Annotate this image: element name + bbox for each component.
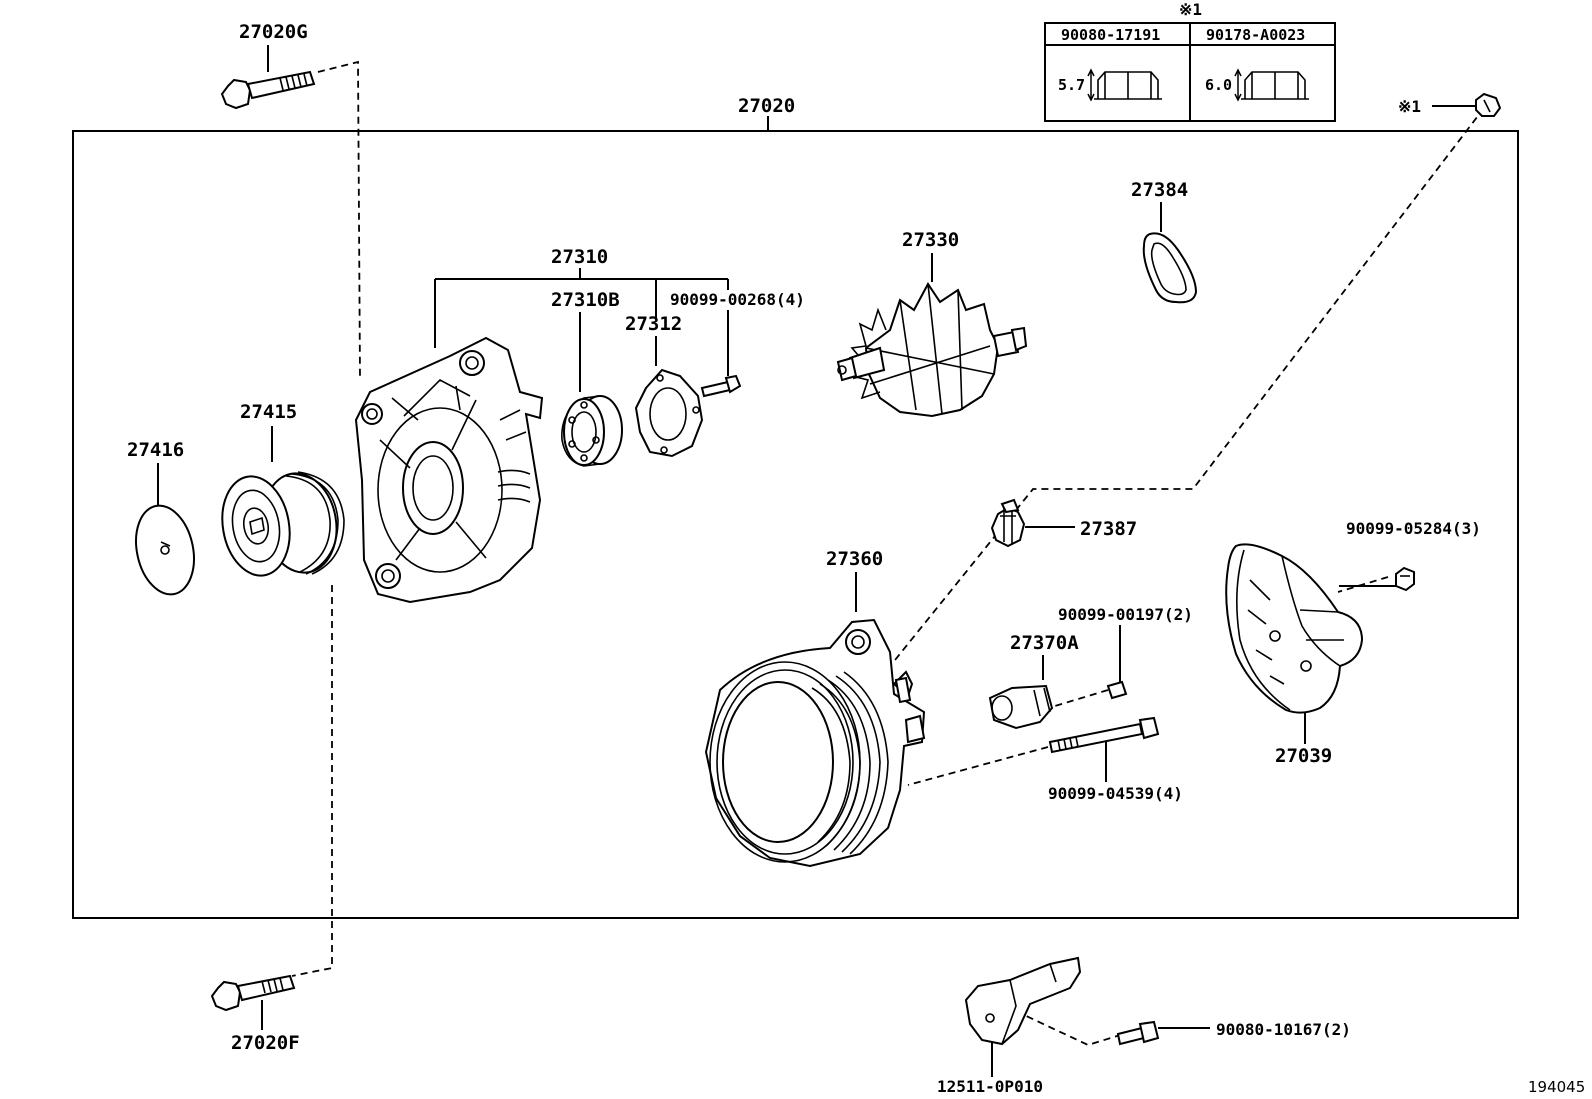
- note-col2-dim: 6.0: [1205, 76, 1232, 94]
- nut-profile-icon: [1234, 68, 1309, 102]
- label-27416: 27416: [127, 439, 184, 461]
- rotor-27330-icon: [836, 282, 1028, 418]
- label-27360: 27360: [826, 548, 883, 570]
- label-27370A: 27370A: [1010, 632, 1079, 654]
- label-27020: 27020: [738, 95, 795, 117]
- label-27310B: 27310B: [551, 289, 620, 311]
- retainer-plate-27312-icon: [634, 368, 704, 458]
- bolt-90080-10167-icon: [1116, 1020, 1160, 1046]
- label-27310: 27310: [551, 246, 608, 268]
- bolt-27020G-icon: [220, 70, 316, 110]
- note-col1-part: 90080-17191: [1061, 26, 1160, 44]
- washer-27416-icon: [135, 504, 195, 596]
- label-diagram-code: 194045: [1528, 1078, 1585, 1096]
- bearing-27310B-icon: [561, 395, 623, 467]
- bracket-12511-0P010-icon: [964, 956, 1082, 1046]
- label-note-ref: ※1: [1398, 97, 1421, 116]
- nut-90099-05284-icon: [1395, 566, 1415, 592]
- bolt-27020F-icon: [210, 974, 296, 1012]
- label-27384: 27384: [1131, 179, 1188, 201]
- label-90080-10167: 90080-10167(2): [1216, 1020, 1351, 1039]
- label-27020F: 27020F: [231, 1032, 300, 1054]
- label-90099-00268: 90099-00268(4): [670, 290, 805, 309]
- rear-cover-27039-icon: [1225, 543, 1364, 714]
- drive-end-frame-icon: [354, 336, 544, 604]
- label-27020G: 27020G: [239, 21, 308, 43]
- note-col2-part: 90178-A0023: [1206, 26, 1305, 44]
- leader-lines: [157, 45, 1476, 1077]
- label-27039: 27039: [1275, 745, 1332, 767]
- screw-90099-00197-icon: [1106, 680, 1128, 700]
- nut-ref-icon: [1475, 92, 1502, 117]
- note-table-mark: ※1: [1179, 0, 1202, 19]
- label-90099-00197: 90099-00197(2): [1058, 605, 1193, 624]
- grommet-27384-icon: [1142, 232, 1198, 304]
- assembly-frame: [72, 130, 1519, 919]
- label-90099-04539: 90099-04539(4): [1048, 784, 1183, 803]
- nut-profile-icon: [1087, 68, 1162, 102]
- note-col1-dim: 5.7: [1058, 76, 1085, 94]
- pulley-27415-icon: [221, 471, 345, 577]
- screw-90099-00268-icon: [700, 374, 742, 398]
- stator-27360-icon: [704, 618, 926, 868]
- label-27387: 27387: [1080, 518, 1137, 540]
- note-table: ※1 90080-17191 90178-A0023 5.7 6.0: [1044, 0, 1336, 122]
- label-27330: 27330: [902, 229, 959, 251]
- label-27312: 27312: [625, 313, 682, 335]
- brush-holder-27370A-icon: [988, 684, 1054, 730]
- label-12511-0P010: 12511-0P010: [937, 1077, 1043, 1096]
- insulator-27387-icon: [990, 498, 1026, 548]
- label-27415: 27415: [240, 401, 297, 423]
- through-bolt-90099-04539-icon: [1048, 716, 1160, 754]
- dashed-lines: [291, 60, 1485, 1046]
- label-90099-05284: 90099-05284(3): [1346, 519, 1481, 538]
